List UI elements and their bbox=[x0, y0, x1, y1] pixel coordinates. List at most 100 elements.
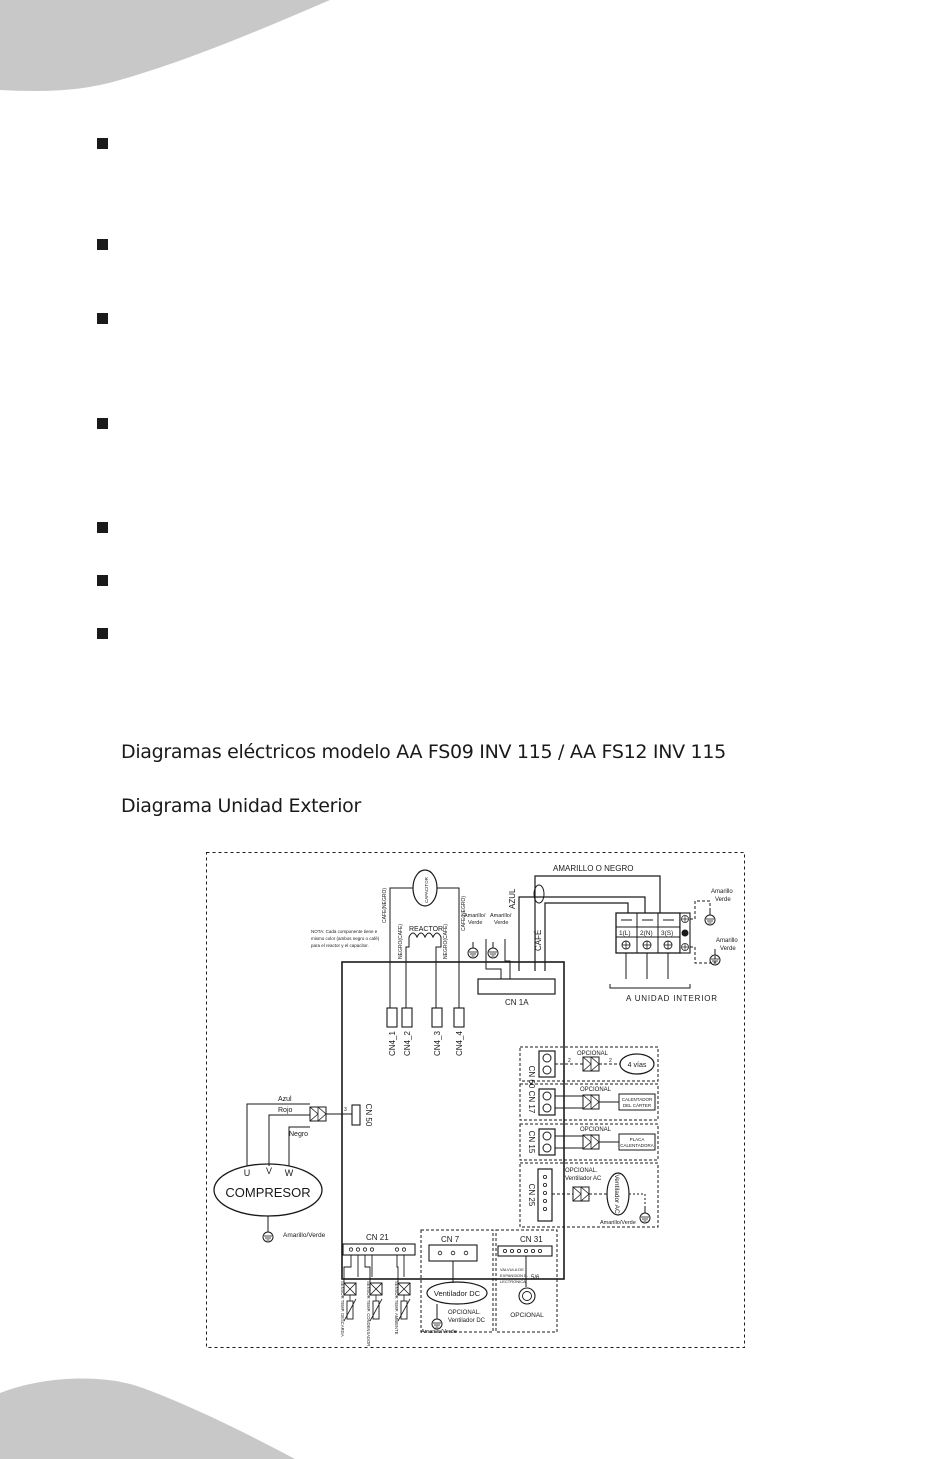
cn4-1-connector bbox=[386, 1007, 398, 1028]
bullet-1 bbox=[97, 138, 108, 149]
cn25-opcional-line1: OPCIONAL. bbox=[565, 1168, 598, 1174]
gnd-right-top-line1: Amarillo bbox=[711, 889, 733, 895]
cafe-negro-label-1: CAFE(NEGRO) bbox=[382, 888, 388, 923]
calentador-carter-line1: CALENTADOR bbox=[622, 1097, 653, 1102]
amarillo-verde-comp: Amarillo/Verde bbox=[283, 1232, 326, 1239]
cn31-connector bbox=[497, 1245, 553, 1257]
amarillo-verde-dc: Amarillo/Verde bbox=[421, 1329, 457, 1335]
cn7-connector bbox=[428, 1244, 478, 1262]
cn4-3-connector bbox=[431, 1007, 443, 1028]
placa-calentadora-line1: PLACA bbox=[630, 1137, 645, 1142]
cafe-negro-label-2: CAFE(NEGRO) bbox=[461, 896, 467, 931]
note-line-2: mismo color (ambos negro o café) bbox=[311, 936, 380, 941]
azul-wire-label: AZUL bbox=[508, 888, 517, 909]
cn17-label: CN 17 bbox=[527, 1091, 536, 1114]
cn50-connector bbox=[351, 1104, 361, 1126]
bottom-corner-decoration bbox=[0, 1378, 295, 1459]
placa-calentadora-box bbox=[618, 1133, 656, 1151]
negro-cafe-label-1: NEGRO(CAFE) bbox=[398, 924, 404, 959]
pins-56: 5/6 bbox=[531, 1275, 540, 1281]
cn21-label: CN 21 bbox=[366, 1233, 389, 1242]
valvula-expansion bbox=[518, 1287, 536, 1305]
cn4-2-label: CN4_2 bbox=[403, 1031, 412, 1056]
cn17-dashed-box bbox=[519, 1083, 659, 1121]
sensor-ambiente bbox=[397, 1282, 411, 1322]
wiring-diagram: AMARILLO O NEGRO AZUL CAFÉ CAPACITOR CAF… bbox=[206, 852, 745, 1348]
ventilador-ac-label: Ventilador AC bbox=[613, 1174, 620, 1214]
negro-label: Negro bbox=[289, 1131, 308, 1138]
opcional-vent-dc-line1: OPCIONAL. bbox=[448, 1310, 481, 1316]
note-line-1: NOTA: Cada componente tiene e bbox=[311, 929, 378, 934]
uvw-u: U bbox=[244, 1168, 251, 1178]
bullet-4 bbox=[97, 418, 108, 429]
negro-cafe-label-2: NEGRO(CAFE) bbox=[443, 924, 449, 959]
top-wire-label: AMARILLO O NEGRO bbox=[553, 864, 633, 873]
note-line-3: para el reactor y el capacitor. bbox=[311, 943, 369, 948]
cn15-dashed-box bbox=[519, 1123, 659, 1161]
placa-calentadora-line2: CALENTADORA bbox=[620, 1143, 653, 1148]
cn31-dashed-box bbox=[495, 1229, 558, 1333]
cn4-2-connector bbox=[401, 1007, 413, 1028]
reactor-label: REACTOR bbox=[409, 926, 443, 933]
sensor-descarga bbox=[343, 1282, 357, 1322]
terminal-3-label: 3(S) bbox=[661, 930, 673, 937]
outer-dashed-frame bbox=[206, 852, 745, 1348]
cn50-label: CN 50 bbox=[364, 1104, 373, 1127]
cn7-label: CN 7 bbox=[441, 1235, 460, 1244]
sensor-descarga-label: SENSOR TEMP. DESCARGA bbox=[340, 1281, 345, 1337]
bullet-7 bbox=[97, 628, 108, 639]
sensor-condensador-label: SENSOR TEMP. CONDENSADOR bbox=[366, 1281, 371, 1346]
cn15-label: CN 15 bbox=[527, 1131, 536, 1154]
cn4-4-connector bbox=[453, 1007, 465, 1028]
cn4-4-label: CN4_4 bbox=[455, 1031, 464, 1056]
top-corner-decoration bbox=[0, 0, 330, 91]
amarillo-verde-ac: Amarillo/Verde bbox=[600, 1220, 636, 1226]
uvw-v: V bbox=[266, 1166, 272, 1176]
sensor-condensador bbox=[369, 1282, 383, 1322]
cn1a-label: CN 1A bbox=[505, 998, 529, 1007]
cn15-opcional-label: OPCIONAL bbox=[580, 1127, 612, 1133]
capacitor-label: CAPACITOR bbox=[424, 876, 429, 903]
amarillo-verde-1-line2: Verde bbox=[468, 920, 482, 926]
cn31-label: CN 31 bbox=[520, 1235, 543, 1244]
cn25-dashed-box bbox=[519, 1162, 659, 1228]
cn60-label: CN 60 bbox=[527, 1066, 536, 1089]
amarillo-verde-1-line1: Amarillo/ bbox=[464, 913, 486, 919]
valvula-line2: EXPANSION E- bbox=[500, 1273, 529, 1278]
reactor bbox=[408, 932, 442, 939]
bullet-3 bbox=[97, 313, 108, 324]
diagram-section-subtitle: Diagrama Unidad Exterior bbox=[121, 795, 362, 817]
cn4-1-label: CN4_1 bbox=[388, 1031, 397, 1056]
uvw-w: W bbox=[285, 1168, 294, 1178]
cuatro-vias-label: 4 vías bbox=[628, 1062, 647, 1069]
cn60-opcional-label: OPCIONAL bbox=[577, 1051, 609, 1057]
compresor-label: COMPRESOR bbox=[225, 1185, 310, 1200]
gnd-right-bottom-line1: Amarillo bbox=[716, 938, 738, 944]
sensor-ambiente-label: SENSOR TEMP. AMBIENTE bbox=[394, 1281, 399, 1335]
terminal-block bbox=[615, 912, 691, 954]
gnd-right-bottom-line2: Verde bbox=[720, 946, 736, 952]
calentador-carter-box bbox=[618, 1093, 656, 1111]
calentador-carter-line2: DEL CÁRTER bbox=[623, 1102, 652, 1108]
gnd-right-top-line2: Verde bbox=[715, 897, 731, 903]
cn4-3-label: CN4_3 bbox=[433, 1031, 442, 1056]
bullet-5 bbox=[97, 522, 108, 533]
amarillo-verde-2-line1: Amarillo/ bbox=[490, 913, 512, 919]
cn21-connector bbox=[342, 1243, 416, 1256]
a-unidad-interior-label: A UNIDAD INTERIOR bbox=[626, 994, 718, 1003]
terminal-2-label: 2(N) bbox=[640, 930, 653, 937]
cuatro-vias-valve bbox=[619, 1053, 655, 1075]
opcional-valvula: OPCIONAL bbox=[510, 1312, 544, 1319]
cn25-label: CN 25 bbox=[527, 1184, 536, 1207]
cn25-opcional-line2: Ventilador AC bbox=[565, 1176, 602, 1182]
valvula-line1: VALVULA DE bbox=[500, 1267, 524, 1272]
ventilador-dc-label: Ventilador DC bbox=[434, 1289, 481, 1298]
ventilador-dc bbox=[426, 1281, 488, 1305]
bullet-6 bbox=[97, 575, 108, 586]
cn60-dashed-box bbox=[519, 1046, 659, 1082]
cafe-wire-label: CAFÉ bbox=[534, 930, 543, 951]
diagram-section-title: Diagramas eléctricos modelo AA FS09 INV … bbox=[121, 741, 726, 763]
cn7-dashed-box bbox=[420, 1229, 494, 1333]
cn17-opcional-label: OPCIONAL bbox=[580, 1087, 612, 1093]
amarillo-verde-2-line2: Verde bbox=[494, 920, 508, 926]
